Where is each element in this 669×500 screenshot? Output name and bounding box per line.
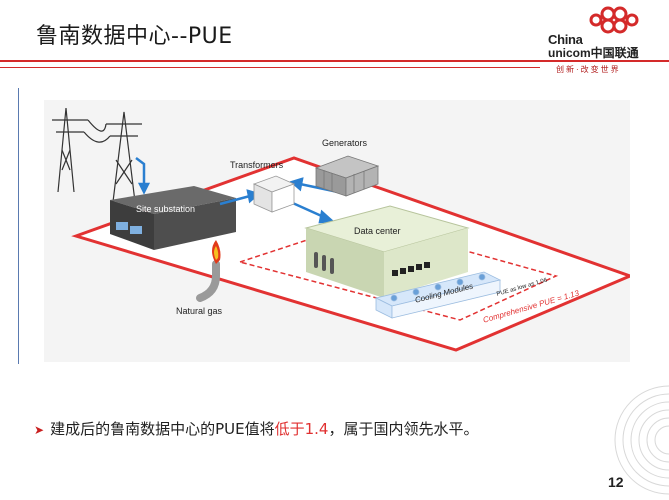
china-unicom-logo: China unicom中国联通 创新·改变世界 bbox=[548, 4, 666, 74]
label-data-center: Data center bbox=[354, 226, 401, 236]
header-divider-thin bbox=[0, 67, 540, 68]
bullet-text-highlight: 低于1.4 bbox=[274, 420, 329, 438]
bullet-text-suffix: ，属于国内领先水平。 bbox=[328, 420, 479, 438]
logo-text-china: China bbox=[548, 32, 583, 47]
data-center-building bbox=[304, 205, 470, 298]
natural-gas-pipe bbox=[196, 240, 221, 302]
diagram-canvas bbox=[52, 107, 630, 352]
left-accent-rule bbox=[18, 88, 19, 364]
page-number: 12 bbox=[608, 474, 624, 490]
logo-text-unicom: unicom中国联通 bbox=[548, 46, 639, 60]
label-transformers: Transformers bbox=[230, 160, 284, 170]
generator-unit bbox=[314, 155, 380, 197]
label-generators: Generators bbox=[322, 138, 368, 148]
bullet-text-prefix: 建成后的鲁南数据中心的PUE值将 bbox=[50, 420, 275, 438]
corner-pattern-icon bbox=[614, 385, 669, 495]
label-site-substation: Site substation bbox=[136, 204, 196, 214]
unicom-knot-icon bbox=[589, 6, 639, 34]
power-tower-icon bbox=[52, 107, 142, 211]
header-divider bbox=[0, 60, 669, 62]
pue-diagram: Generators Transformers Site substation … bbox=[44, 100, 630, 362]
transformer-unit bbox=[252, 175, 296, 213]
cooling-modules bbox=[374, 271, 502, 319]
data-center-boundary bbox=[237, 221, 559, 321]
logo-slogan: 创新·改变世界 bbox=[556, 65, 621, 74]
pue-summary-bullet: ➤ 建成后的鲁南数据中心的PUE值将低于1.4，属于国内领先水平。 bbox=[34, 418, 478, 439]
page-title: 鲁南数据中心--PUE bbox=[36, 24, 233, 49]
bullet-arrow-icon: ➤ bbox=[34, 423, 45, 437]
label-natural-gas: Natural gas bbox=[176, 306, 223, 316]
site-substation-building bbox=[110, 186, 236, 250]
